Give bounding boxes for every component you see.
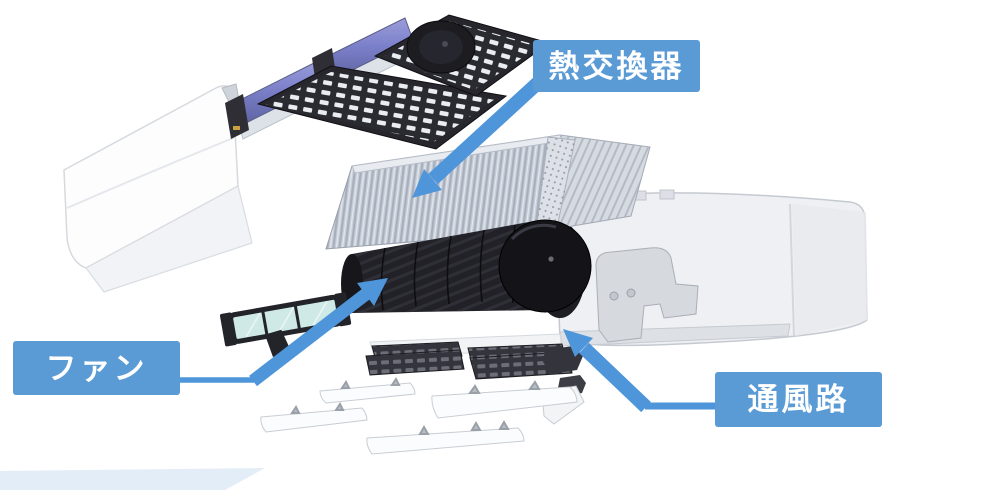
chassis-end-cap — [792, 204, 868, 336]
fan-cap-hub — [548, 256, 554, 262]
fan-blades-texture — [352, 220, 545, 313]
filter-tab-left — [219, 312, 237, 347]
chassis — [369, 189, 868, 357]
fan-motor-hub — [442, 41, 448, 47]
front-panel-crease — [66, 137, 234, 209]
horizontal-flaps — [260, 377, 578, 455]
heat-exchanger-arrow-shaft — [428, 74, 546, 185]
chassis-bracket — [595, 247, 699, 343]
fan-arrow-shaft — [249, 288, 370, 387]
cross-flow-fan — [341, 219, 592, 313]
front-panel-skirt — [85, 185, 253, 293]
flap-4 — [366, 427, 525, 455]
flap-hinges — [290, 377, 541, 435]
fan-arrow-head — [357, 278, 388, 306]
filter-cartridge-ribs — [261, 303, 302, 337]
fan-motor-disc-inner — [419, 30, 463, 64]
filter-frames — [256, 14, 551, 150]
heat-exchanger — [325, 134, 651, 250]
flap-1 — [319, 382, 416, 404]
heat-exchanger-arrow-head — [412, 169, 442, 198]
heat-exchanger-side-holes — [536, 137, 575, 231]
filter-mesh-lower — [266, 72, 495, 142]
louver-left-front — [365, 349, 465, 376]
front-panel — [63, 83, 253, 293]
bracket-hole-1 — [609, 291, 619, 301]
louver-assembly — [365, 341, 573, 380]
plasma-contact-left — [233, 126, 240, 130]
plasma-mount-left — [225, 94, 249, 139]
flap-3 — [260, 407, 368, 433]
chassis-clip-4 — [659, 189, 675, 200]
fan-cap-highlight — [510, 223, 557, 241]
air-passage-arrow-shaft — [579, 342, 651, 413]
fan-right-cap — [498, 219, 592, 313]
label-fan: ファン — [13, 341, 180, 395]
callout-arrows — [180, 74, 715, 413]
filter-cartridge-sheen — [245, 301, 328, 338]
chassis-seam — [789, 203, 795, 337]
label-heat-exchanger: 熱交換器 — [533, 40, 700, 92]
drain-part-1 — [543, 346, 583, 374]
air-passage-arrow-head — [563, 329, 593, 357]
drain-parts — [541, 346, 586, 425]
background-wash — [0, 468, 265, 490]
bracket-hole-2 — [626, 288, 636, 298]
flap-2 — [431, 386, 578, 419]
label-air-passage: 通風路 — [715, 372, 882, 427]
